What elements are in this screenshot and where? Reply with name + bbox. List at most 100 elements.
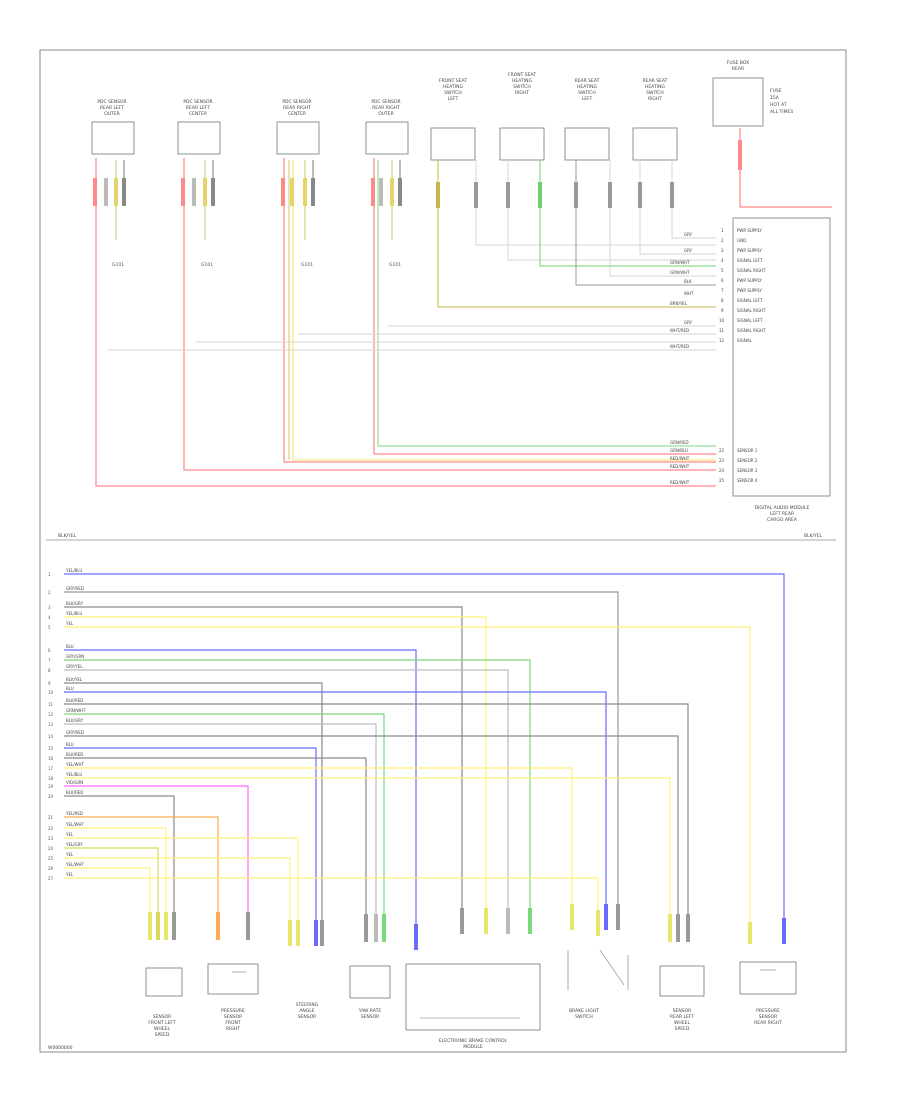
switch-3-label-0: REAR SEAT [575, 78, 600, 84]
tw-label-6: WHT [684, 291, 694, 296]
svg-text:17: 17 [48, 766, 54, 771]
bw-label-17: YEL/BLU [65, 772, 82, 777]
bw-label-15: BLK/RED [66, 752, 83, 757]
svg-text:18: 18 [48, 776, 54, 781]
bw-label-8: BLK/YEL [66, 677, 83, 682]
svg-text:23: 23 [48, 836, 54, 841]
bc0-l3: SPEED [155, 1032, 170, 1038]
bc6-l3: SPEED [675, 1026, 690, 1032]
box-sensor-rear-left [659, 965, 705, 997]
fuse-box-note-0: FUSE [770, 88, 782, 94]
svg-text:2: 2 [48, 590, 51, 595]
pin-22: 22 [719, 448, 725, 453]
fuse-box-label-0: FUSE BOX [727, 60, 749, 66]
svg-text:13: 13 [48, 722, 54, 727]
tw-label-4: BLK [684, 279, 692, 284]
bw-label-6: GRY/GRN [66, 654, 84, 659]
switch-2-label-1: HEATING [512, 78, 532, 84]
pin-4-name: SIGNAL LEFT [737, 258, 763, 263]
bc6-l0: SENSOR [673, 1008, 692, 1014]
svg-text:12: 12 [48, 712, 54, 717]
svg-text:16: 16 [48, 756, 54, 761]
switch-3-label-3: LEFT [582, 96, 593, 102]
pin-25-name: SENSOR 4 [737, 478, 758, 483]
box-sensor-front-right [207, 963, 259, 995]
bc3-l1: SENSOR [361, 1014, 380, 1020]
pin-1: 1 [721, 228, 724, 233]
bc5-l0: BRAKE LIGHT [569, 1008, 599, 1014]
bc7-l0: PRESSURE [756, 1008, 780, 1014]
pdc-sensor-3-label-2: CENTER [288, 111, 306, 117]
tw-label-9: GRN/RED [670, 440, 689, 445]
svg-text:19: 19 [48, 784, 54, 789]
svg-text:22: 22 [48, 826, 54, 831]
bw-label-2: BLK/GRY [66, 601, 84, 606]
switch-4-label-0: REAR SEAT [643, 78, 668, 84]
pdc-sensor-1: PDC SENSOR REAR LEFT OUTER [91, 99, 135, 155]
bc1-l0: PRESSURE [221, 1008, 245, 1014]
switch-1-label-0: FRONT SEAT [439, 78, 467, 84]
tw-label-12: RED/WHT [670, 456, 690, 461]
svg-text:10: 10 [48, 690, 54, 695]
bc6-l2: WHEEL [674, 1020, 691, 1026]
pdc-sensor-2-label-0: PDC SENSOR [183, 99, 212, 105]
bw-label-22: YEL [65, 832, 74, 837]
bw-label-5: BLU [66, 644, 74, 649]
bc1-l3: RIGHT [226, 1026, 240, 1032]
pdc-sensor-1-label-2: OUTER [104, 111, 120, 117]
pdc-sensor-4-label-1: REAR RIGHT [372, 105, 400, 111]
bw-label-19: BLK/RED [66, 790, 83, 795]
bottom-connector-bars [148, 904, 786, 950]
bc3-l0: YAW RATE [358, 1008, 382, 1014]
switch-1: FRONT SEAT HEATING SWITCH LEFT [430, 78, 476, 161]
pin-5-name: SIGNAL RIGHT [737, 268, 766, 273]
pin-9: 9 [721, 308, 724, 313]
pin-3: 3 [721, 248, 724, 253]
box-yaw-sensor [349, 965, 391, 999]
bc2-l2: SENSOR [298, 1014, 317, 1020]
svg-text:1: 1 [48, 572, 51, 577]
fuse-box-note-2: HOT AT [770, 102, 787, 108]
pin-6-name: PWR SUPPLY [737, 278, 762, 283]
svg-text:20: 20 [48, 794, 54, 799]
fuse-box-note-1: 15A [770, 95, 780, 101]
pin-24-name: SENSOR 3 [737, 468, 758, 473]
tw-label-1: GRY [684, 248, 693, 253]
digital-audio-module: DIGITAL AUDIO MODULE LEFT REAR CARGO ARE… [732, 217, 831, 523]
bus-label-left: BLK/YEL [58, 533, 77, 539]
tw-label-10: WHT/RED [670, 344, 689, 349]
bottom-component-boxes [145, 961, 797, 1031]
svg-text:21: 21 [48, 815, 54, 820]
tw-label-8: WHT/RED [670, 328, 689, 333]
module-label-2: CARGO AREA [767, 517, 798, 523]
bw-label-13: GRY/RED [66, 730, 84, 735]
pin-4: 4 [721, 258, 724, 263]
page-id: W0000000 [48, 1045, 73, 1051]
pdc-sensor-4-label-0: PDC SENSOR [371, 99, 400, 105]
switch-2-label-2: SWITCH [513, 84, 531, 90]
switch-4-label-3: RIGHT [648, 96, 662, 102]
bw-label-25: YEL/WHT [65, 862, 85, 867]
pin-8-name: SIGNAL LEFT [737, 298, 763, 303]
svg-text:4: 4 [48, 615, 51, 620]
pdc-sensor-2: PDC SENSOR REAR LEFT CENTER [177, 99, 221, 155]
bw-label-11: GRN/WHT [66, 708, 86, 713]
bw-label-0: YEL/BLU [65, 568, 82, 573]
bw-label-3: YEL/BLU [65, 611, 82, 616]
switch-1-label-1: HEATING [443, 84, 463, 90]
switch-4-label-1: HEATING [645, 84, 665, 90]
pdc-sensor-1-label-1: REAR LEFT [100, 105, 124, 111]
pin-10-name: SIGNAL LEFT [737, 318, 763, 323]
pin-2: 2 [721, 238, 724, 243]
pin-12-name: SIGNAL [737, 338, 753, 343]
pin-24: 24 [719, 468, 725, 473]
pin-7-name: PWR SUPPLY [737, 288, 762, 293]
pdc-sensor-2-label-1: REAR LEFT [186, 105, 210, 111]
svg-text:6: 6 [48, 648, 51, 653]
ground-label-3: G101 [301, 262, 313, 268]
pin-22-name: SENSOR 1 [737, 448, 758, 453]
pin-6: 6 [721, 278, 724, 283]
pin-9-name: SIGNAL RIGHT [737, 308, 766, 313]
